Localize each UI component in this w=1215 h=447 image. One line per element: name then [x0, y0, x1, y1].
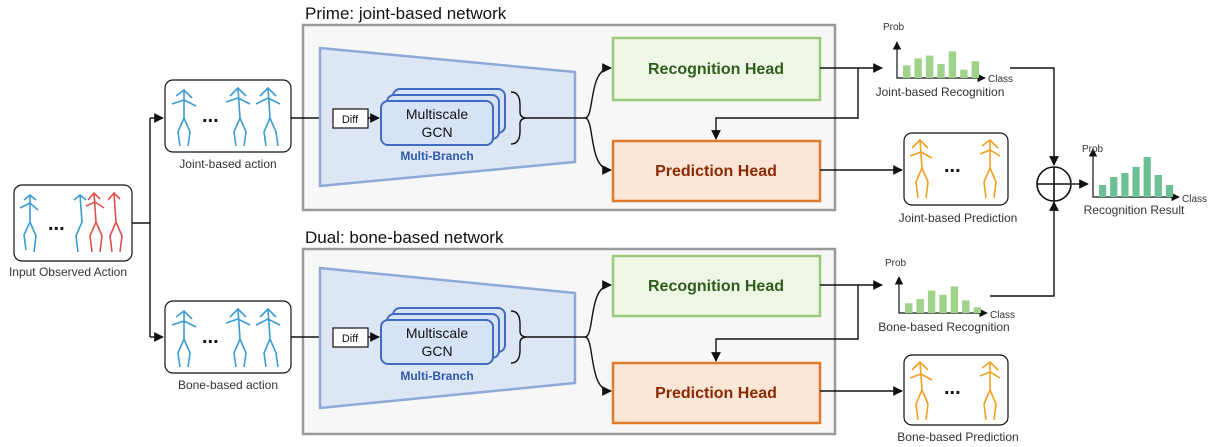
bone-action-label: Bone-based action: [178, 378, 278, 392]
dual-hist-bar: [973, 307, 981, 313]
dual-hist-bar: [927, 290, 936, 313]
joint-prediction-ellipsis: ...: [944, 155, 961, 177]
dual-recognition-histogram: [894, 276, 988, 318]
dual-hist-bar: [916, 299, 924, 313]
result-hist-bar: [1132, 167, 1140, 197]
bone-prediction-box: ...: [903, 354, 1009, 426]
joint-ellipsis: ...: [202, 105, 219, 127]
input-skeleton-box: ...: [13, 184, 133, 262]
prime-hist-y-label: Prob: [883, 22, 905, 33]
prime-feedback-arrows: [711, 63, 903, 175]
input-skeleton-figures: [19, 191, 123, 253]
bone-action-box: ...: [164, 300, 292, 374]
prime-hist-bar: [925, 55, 934, 78]
prime-title: Prime: joint-based network: [305, 4, 507, 23]
bone-ellipsis: ...: [202, 326, 219, 348]
result-histogram: [1088, 148, 1180, 202]
prime-recognition-label: Joint-based Recognition: [876, 85, 1005, 99]
result-hist-bar: [1143, 157, 1151, 197]
dual-diff-label: Diff: [342, 333, 359, 345]
joint-skeletons: [171, 86, 281, 147]
joint-prediction-skeletons: [909, 138, 1001, 199]
prime-branch-arrows: [527, 63, 612, 175]
result-hist-bar: [1099, 185, 1107, 197]
dual-recognition-head: [611, 254, 822, 318]
dual-recognition-head-label: Recognition Head: [648, 278, 784, 295]
result-hist-bar: [1165, 185, 1174, 197]
fusion-arrows: [990, 67, 1089, 297]
input-ellipsis: ...: [48, 213, 65, 235]
joint-action-box: ...: [164, 79, 292, 153]
result-hist-x-label: Class: [1182, 194, 1207, 205]
dual-hist-y-label: Prob: [885, 258, 907, 269]
prime-gcn-label-2: GCN: [421, 124, 452, 140]
fusion-sum-symbol: [1036, 166, 1072, 202]
dual-hist-bar: [950, 286, 959, 313]
dual-hist-x-label: Class: [990, 310, 1015, 321]
prime-prediction-head: [611, 139, 822, 203]
result-hist-y-label: Prob: [1082, 144, 1104, 155]
dual-branch-arrows: [527, 280, 612, 396]
prime-gcn-label-1: Multiscale: [406, 106, 468, 122]
bone-skeletons: [171, 307, 281, 368]
dual-hist-bar: [962, 300, 970, 313]
result-label: Recognition Result: [1084, 203, 1185, 217]
dual-gcn-stack: [380, 307, 506, 365]
prime-recognition-head-label: Recognition Head: [648, 61, 784, 78]
prime-hist-bar: [948, 51, 957, 78]
bone-prediction-ellipsis: ...: [944, 377, 961, 399]
dual-hist-bar: [905, 303, 913, 313]
dual-gcn-label-1: Multiscale: [406, 325, 468, 341]
prime-recognition-histogram: [892, 41, 986, 83]
dual-gcn-label-2: GCN: [421, 343, 452, 359]
dual-multibranch-label: Multi-Branch: [400, 369, 473, 383]
dual-feedback-arrows: [711, 280, 903, 396]
prime-prediction-label: Joint-based Prediction: [899, 211, 1018, 225]
dual-hist-bar: [939, 294, 947, 313]
bone-prediction-skeletons: [909, 360, 1001, 421]
prime-hist-x-label: Class: [988, 74, 1013, 85]
prime-hist-bar: [903, 65, 911, 78]
joint-action-label: Joint-based action: [179, 157, 276, 171]
prime-diff-label: Diff: [342, 114, 359, 126]
result-hist-bar: [1154, 175, 1162, 197]
prime-hist-bar: [914, 58, 922, 78]
dual-prediction-head: [611, 361, 822, 425]
dual-prediction-label: Bone-based Prediction: [897, 430, 1018, 444]
dual-prediction-head-label: Prediction Head: [655, 385, 777, 402]
prime-gcn-stack: [380, 88, 506, 146]
prime-hist-bar: [937, 64, 945, 78]
prime-recognition-head: [611, 36, 822, 102]
prime-hist-bar: [960, 69, 968, 78]
result-hist-bar: [1110, 177, 1118, 197]
input-label: Input Observed Action: [9, 265, 127, 279]
result-hist-bar: [1121, 173, 1129, 197]
dual-recognition-label: Bone-based Recognition: [878, 320, 1009, 334]
dual-title: Dual: bone-based network: [305, 228, 504, 247]
prime-multibranch-label: Multi-Branch: [400, 149, 473, 163]
prime-prediction-head-label: Prediction Head: [655, 163, 777, 180]
prime-hist-bar: [971, 61, 979, 78]
input-fork-arrows: [132, 113, 164, 342]
joint-prediction-box: ...: [903, 132, 1009, 206]
